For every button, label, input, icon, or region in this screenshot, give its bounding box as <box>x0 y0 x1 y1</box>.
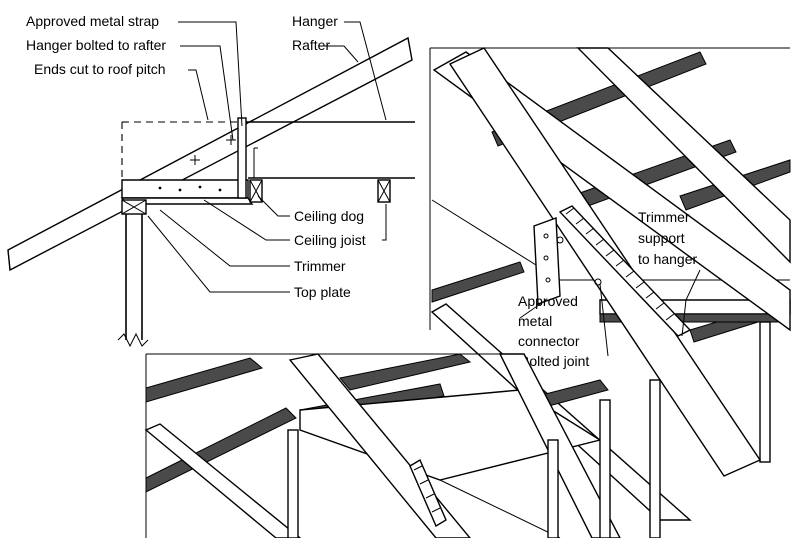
bottom-ceiling-plane <box>299 389 602 538</box>
label-bolted-joint: Bolted joint <box>520 353 589 369</box>
perspective-drawing: Trimmer support to hanger Approved metal… <box>429 47 791 521</box>
wall-stud <box>117 214 149 348</box>
label-approved-connector-line2: metal <box>518 313 552 329</box>
leader-lines <box>147 21 387 293</box>
label-trimmer-support-line2: support <box>638 230 685 246</box>
label-hanger-bolted-to-rafter: Hanger bolted to rafter <box>26 37 166 53</box>
bottom-trimmer <box>409 458 447 528</box>
label-approved-connector-line1: Approved <box>518 293 578 309</box>
label-trimmer-support-line3: to hanger <box>638 251 697 267</box>
bolt-symbols <box>190 135 236 165</box>
top-plate <box>121 199 147 215</box>
ceiling-joist-sections <box>249 179 391 203</box>
label-ends-cut-to-roof-pitch: Ends cut to roof pitch <box>34 61 166 77</box>
label-top-plate: Top plate <box>294 284 351 300</box>
bottom-studs <box>287 379 661 538</box>
leader-lines-right <box>519 269 701 357</box>
hanger-beam-right <box>558 205 692 337</box>
label-rafter: Rafter <box>292 37 330 53</box>
label-approved-metal-strap: Approved metal strap <box>26 13 159 29</box>
metal-connector <box>533 217 602 305</box>
label-trimmer-support-line1: Trimmer <box>638 209 690 225</box>
section-drawing: Approved metal strap Hanger bolted to ra… <box>7 13 415 348</box>
label-trimmer: Trimmer <box>294 258 346 274</box>
hanger-member <box>242 121 415 179</box>
label-approved-connector-line3: connector <box>518 333 580 349</box>
trimmer-member <box>120 179 254 205</box>
label-ceiling-dog: Ceiling dog <box>294 208 364 224</box>
bottom-perspective-drawing <box>144 353 661 538</box>
label-ceiling-joist: Ceiling joist <box>294 232 366 248</box>
label-hanger: Hanger <box>292 13 338 29</box>
rafter-member <box>7 36 413 272</box>
rafters-right <box>430 47 791 521</box>
